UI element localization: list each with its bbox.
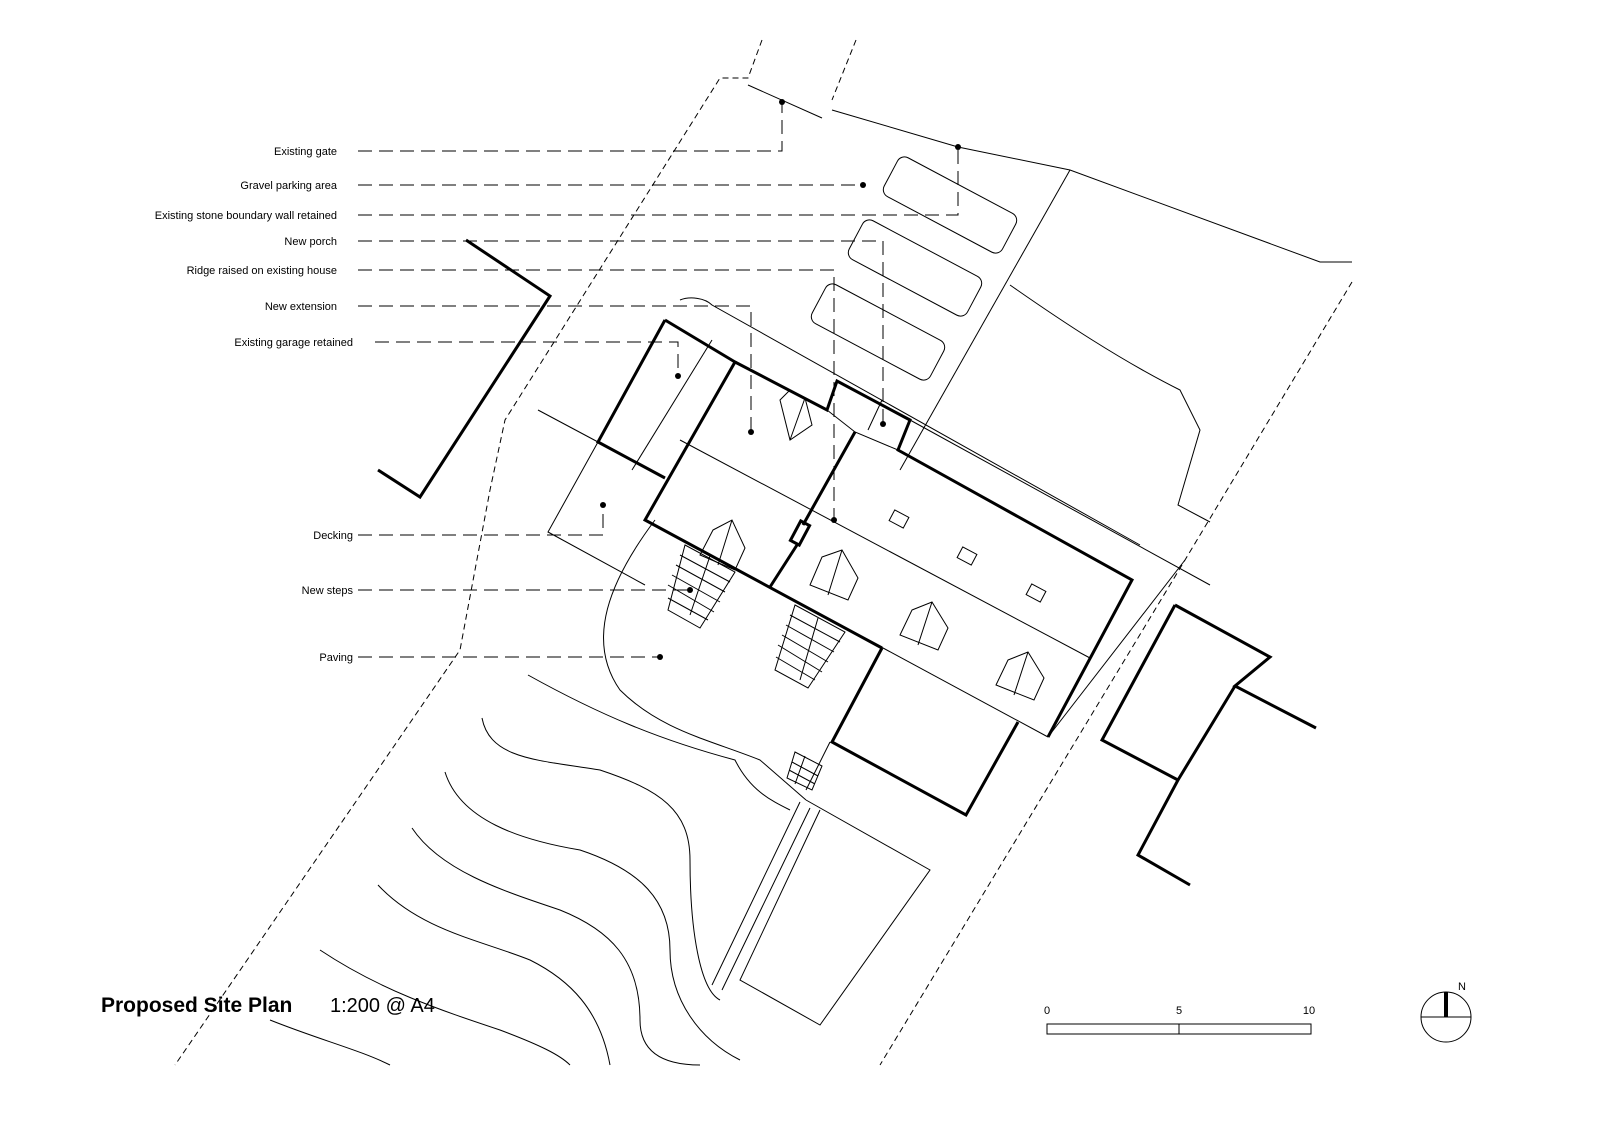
label-ridge-raised: Ridge raised on existing house <box>187 265 337 277</box>
label-boundary-wall: Existing stone boundary wall retained <box>155 210 337 222</box>
leaders <box>358 99 961 660</box>
scale-tick-10: 10 <box>1303 1005 1315 1017</box>
scale-tick-5: 5 <box>1176 1005 1182 1017</box>
label-new-extension: New extension <box>265 301 337 313</box>
paving-edge <box>603 519 807 801</box>
label-existing-gate: Existing gate <box>274 146 337 158</box>
neighbour-building <box>1099 603 1317 887</box>
drawing-title: Proposed Site Plan <box>101 994 292 1017</box>
driveway <box>711 741 931 1026</box>
scale-bar: 0 5 10 <box>1044 1005 1315 1035</box>
annotation-labels: Existing gate Gravel parking area Existi… <box>155 146 354 664</box>
left-wall <box>377 238 553 500</box>
north-arrow-icon: N <box>1420 981 1472 1043</box>
house <box>537 297 1141 818</box>
label-paving: Paving <box>319 652 353 664</box>
label-garage-retained: Existing garage retained <box>234 337 353 349</box>
label-new-porch: New porch <box>284 236 337 248</box>
contours <box>269 674 791 1066</box>
label-gravel-parking: Gravel parking area <box>240 180 337 192</box>
label-new-steps: New steps <box>302 585 354 597</box>
north-label: N <box>1458 981 1466 993</box>
scale-tick-0: 0 <box>1044 1005 1050 1017</box>
gate-and-wall <box>747 84 1352 738</box>
site-boundary <box>174 39 1353 1066</box>
label-decking: Decking <box>313 530 353 542</box>
drawing-scale: 1:200 @ A4 <box>330 995 435 1017</box>
steps <box>667 544 846 791</box>
parking-bays <box>810 156 1018 381</box>
